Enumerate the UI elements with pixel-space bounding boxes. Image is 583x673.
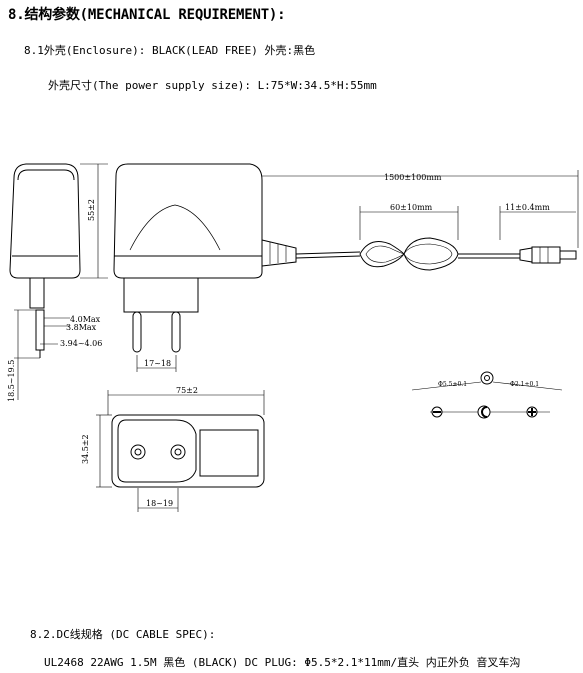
dim-pin-c: 3.94~4.06 xyxy=(60,339,102,348)
enclosure-line: 8.1外壳(Enclosure): BLACK(LEAD FREE) 外壳:黑色 xyxy=(24,44,316,57)
side-view xyxy=(113,163,579,372)
dim-inner-dia: Φ2.1±0.1 xyxy=(510,381,539,388)
dim-pin-a: 4.0Max xyxy=(70,315,101,324)
section-heading: 8.结构参数(MECHANICAL REQUIREMENT): xyxy=(8,7,286,23)
dim-length: 75±2 xyxy=(176,386,198,395)
dim-pin-b: 3.8Max xyxy=(66,323,97,332)
cable-spec-title: 8.2.DC线规格 (DC CABLE SPEC): xyxy=(30,628,216,641)
size-line: 外壳尺寸(The power supply size): L:75*W:34.5… xyxy=(48,79,377,92)
dim-height: 55±2 xyxy=(87,199,96,221)
dim-pin-len: 18.5~19.5 xyxy=(7,360,16,402)
dim-pin-spacing-side: 17~18 xyxy=(144,359,171,368)
dc-plug-end-view xyxy=(411,371,563,419)
dim-outer-dia: Φ5.5±0.1 xyxy=(438,381,467,388)
dim-plug: 11±0.4mm xyxy=(505,203,550,212)
dim-width: 34.5±2 xyxy=(81,434,90,464)
dim-loop: 60±10mm xyxy=(390,203,433,212)
cable-spec-line: UL2468 22AWG 1.5M 黑色 (BLACK) DC PLUG: Φ5… xyxy=(44,656,521,669)
dim-pin-spacing-bottom: 18~19 xyxy=(146,499,173,508)
bottom-view xyxy=(96,390,265,512)
front-view xyxy=(9,163,108,400)
dim-cable-length: 1500±100mm xyxy=(384,173,442,182)
